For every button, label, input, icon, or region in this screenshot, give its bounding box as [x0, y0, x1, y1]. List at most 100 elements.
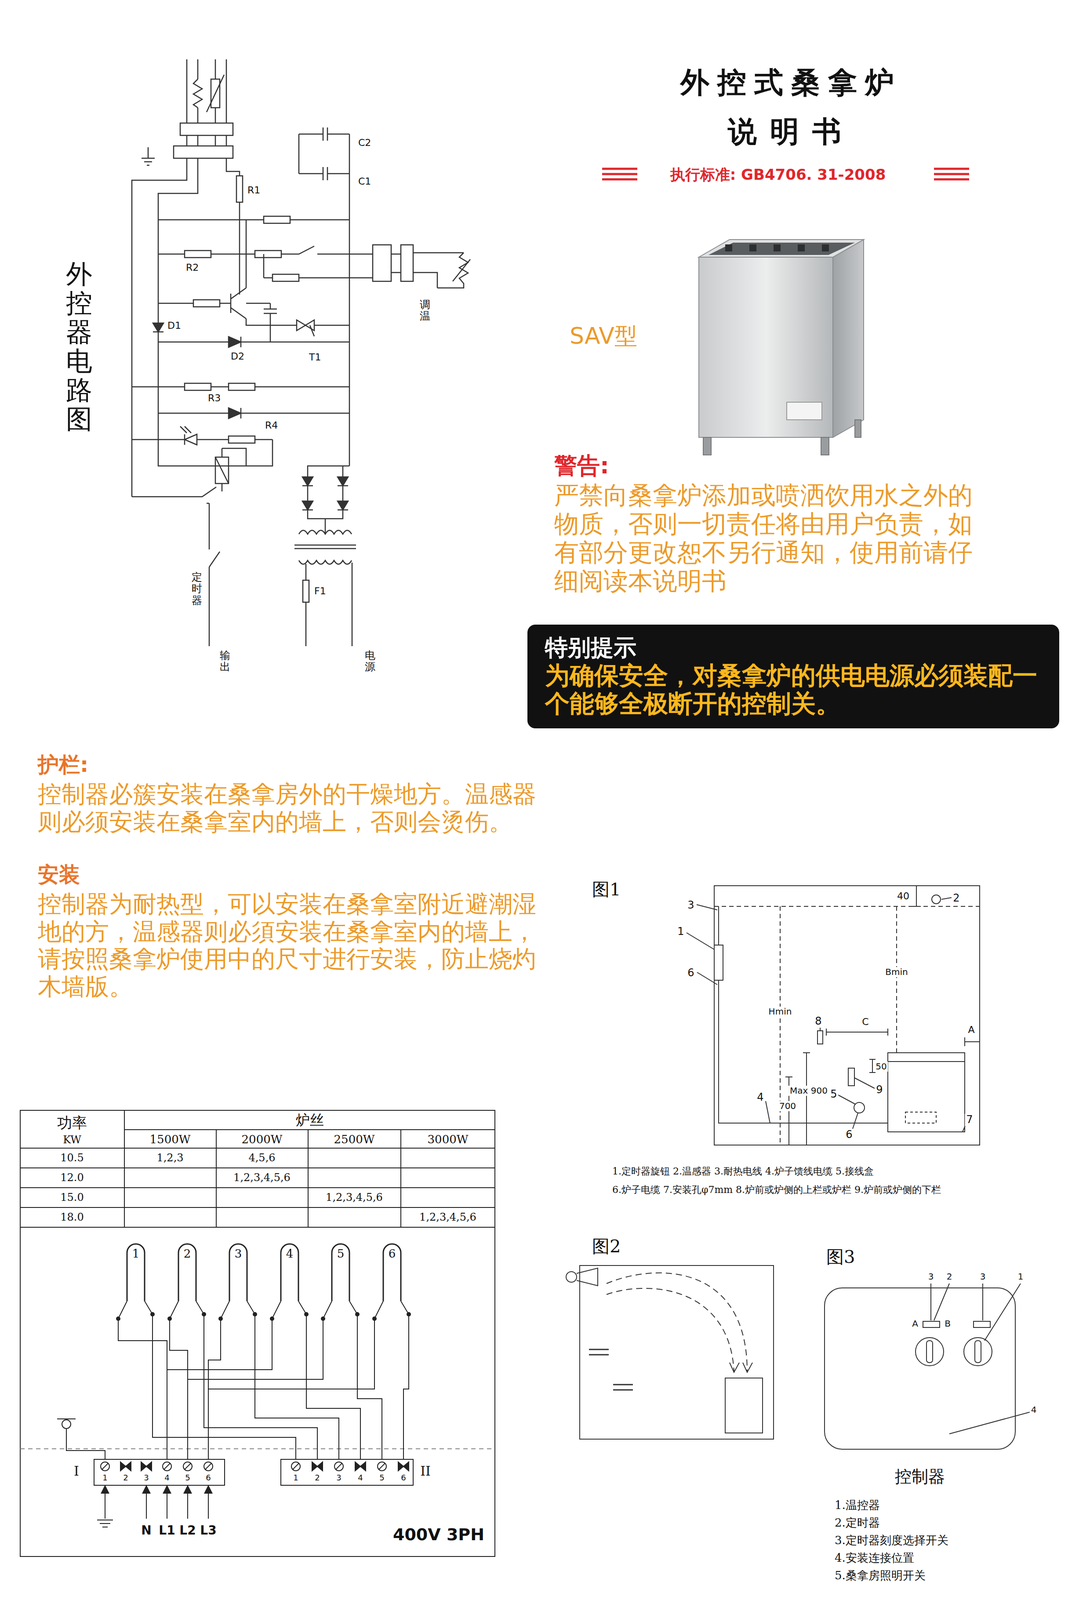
drawing-part: [180, 426, 192, 445]
terminal-number: 2: [123, 1473, 128, 1483]
wiring-stroke: [218, 1316, 223, 1321]
drawing-part: [765, 1100, 967, 1132]
drawing-part: [20, 1448, 495, 1450]
drawing-part: [588, 1349, 633, 1390]
wiring-stroke: [202, 1312, 206, 1316]
figure-text: 4.安装连接位置: [834, 1551, 915, 1565]
drawing-part: [230, 219, 247, 319]
figure-text: A: [966, 1024, 976, 1036]
wiring-stroke: [331, 1243, 350, 1301]
wiring-stroke: [355, 1461, 366, 1471]
drawing-part: [20, 1110, 495, 1557]
figure-text: 图1: [592, 879, 621, 900]
terminal-number: II: [420, 1463, 431, 1479]
terminal-number: L3: [199, 1523, 217, 1538]
figure-text: 1: [675, 925, 686, 938]
drawing-part: [94, 1459, 225, 1486]
drawing-part: [698, 257, 833, 438]
section-heading: 护栏:: [37, 752, 89, 777]
drawing-part: [931, 894, 941, 904]
drawing-part: [298, 560, 352, 565]
figure-text: 1: [1016, 1271, 1025, 1282]
table-cell: 2000W: [241, 1133, 283, 1147]
wiring-stroke: [378, 1463, 386, 1470]
component-label: 输出: [219, 649, 231, 673]
wiring-stroke: [162, 1461, 172, 1471]
table-cell: 1500W: [149, 1133, 191, 1147]
drawing-part: [686, 904, 718, 985]
wiring-stroke: [398, 1461, 409, 1471]
component-label: R2: [184, 261, 200, 273]
wiring-stroke: [280, 1243, 299, 1301]
drawing-part: [576, 1268, 598, 1286]
wiring-stroke: [150, 1312, 155, 1316]
drawing-part: [236, 175, 243, 203]
terminal-number: 3: [234, 1247, 243, 1261]
warning-heading: 警告:: [554, 452, 610, 480]
wiring-stroke: [383, 1243, 401, 1301]
terminal-number: 1: [102, 1473, 108, 1483]
drawing-part: [20, 1129, 495, 1228]
drawing-part: [158, 341, 350, 343]
figure-text: Hmin: [767, 1006, 794, 1017]
drawing-part: [131, 386, 350, 388]
figure-text: Bmin: [883, 966, 909, 978]
drawing-part: [820, 1024, 888, 1036]
drawing-part: [964, 1037, 980, 1047]
drawing-part: [437, 252, 469, 288]
wiring-stroke: [187, 1300, 332, 1460]
wiring-stroke: [270, 1316, 274, 1321]
drawing-part: [254, 250, 282, 258]
figure-text: 5: [828, 1088, 839, 1101]
wiring-stroke: [104, 1489, 106, 1519]
drawing-part: [307, 465, 350, 519]
table-cell: 功率: [57, 1114, 88, 1132]
wiring-stroke: [335, 1463, 342, 1470]
notice-text: 为确保安全，对桑拿炉的供电电源必须装配一个能够全极断开的控制关。: [545, 661, 1042, 718]
figure-text: 9: [874, 1083, 884, 1097]
wiring-stroke: [253, 1312, 257, 1316]
drawing-part: [773, 244, 781, 252]
section-heading: 安装: [37, 862, 80, 887]
table-cell: KW: [62, 1133, 82, 1147]
drawing-part: [391, 252, 464, 288]
drawing-part: [228, 436, 255, 444]
figure-text: 1.温控器: [834, 1498, 880, 1512]
component-label: 电源: [364, 649, 376, 673]
wiring-stroke: [196, 1300, 318, 1460]
wiring-stroke: [208, 1300, 230, 1460]
drawing-part: [57, 1418, 106, 1460]
drawing-part: [824, 1287, 1016, 1450]
drawing-part: [579, 1265, 774, 1439]
drawing-part: [131, 439, 273, 441]
drawing-part: [853, 1102, 865, 1113]
table-cell: 1,2,3,4,5,6: [325, 1191, 383, 1204]
drawing-part: [941, 897, 952, 900]
component-label: 调温: [419, 298, 431, 323]
drawing-part: [817, 1030, 823, 1044]
figure-text: 2: [951, 892, 961, 905]
drawing-part: [718, 906, 888, 1123]
terminal-number: L2: [179, 1523, 196, 1538]
drawing-part: [272, 274, 299, 282]
wiring-stroke: [118, 1300, 168, 1460]
component-label: F1: [312, 585, 328, 597]
wiring-stroke: [166, 1489, 168, 1519]
drawing-part: [302, 580, 309, 603]
drawing-part: [302, 485, 349, 510]
drawing-part: [714, 944, 724, 981]
table-cell: 炉丝: [295, 1111, 324, 1129]
drawing-part: [296, 319, 306, 331]
figure-text: 图2: [592, 1235, 621, 1257]
table-cell: 1,2,3,4,5,6: [419, 1211, 477, 1224]
drawing-part: [703, 437, 712, 455]
terminal-number: 4: [357, 1473, 363, 1483]
figure-1: [686, 885, 980, 1145]
drawing-part: [184, 250, 211, 258]
drawing-part: [786, 402, 822, 420]
wiring-stroke: [183, 1461, 193, 1471]
sauna-heater-picture: [698, 239, 864, 455]
terminal-number: 6: [400, 1473, 406, 1483]
drawing-part: [298, 167, 350, 181]
figure-text: 5.桑拿房照明开关: [834, 1569, 926, 1583]
